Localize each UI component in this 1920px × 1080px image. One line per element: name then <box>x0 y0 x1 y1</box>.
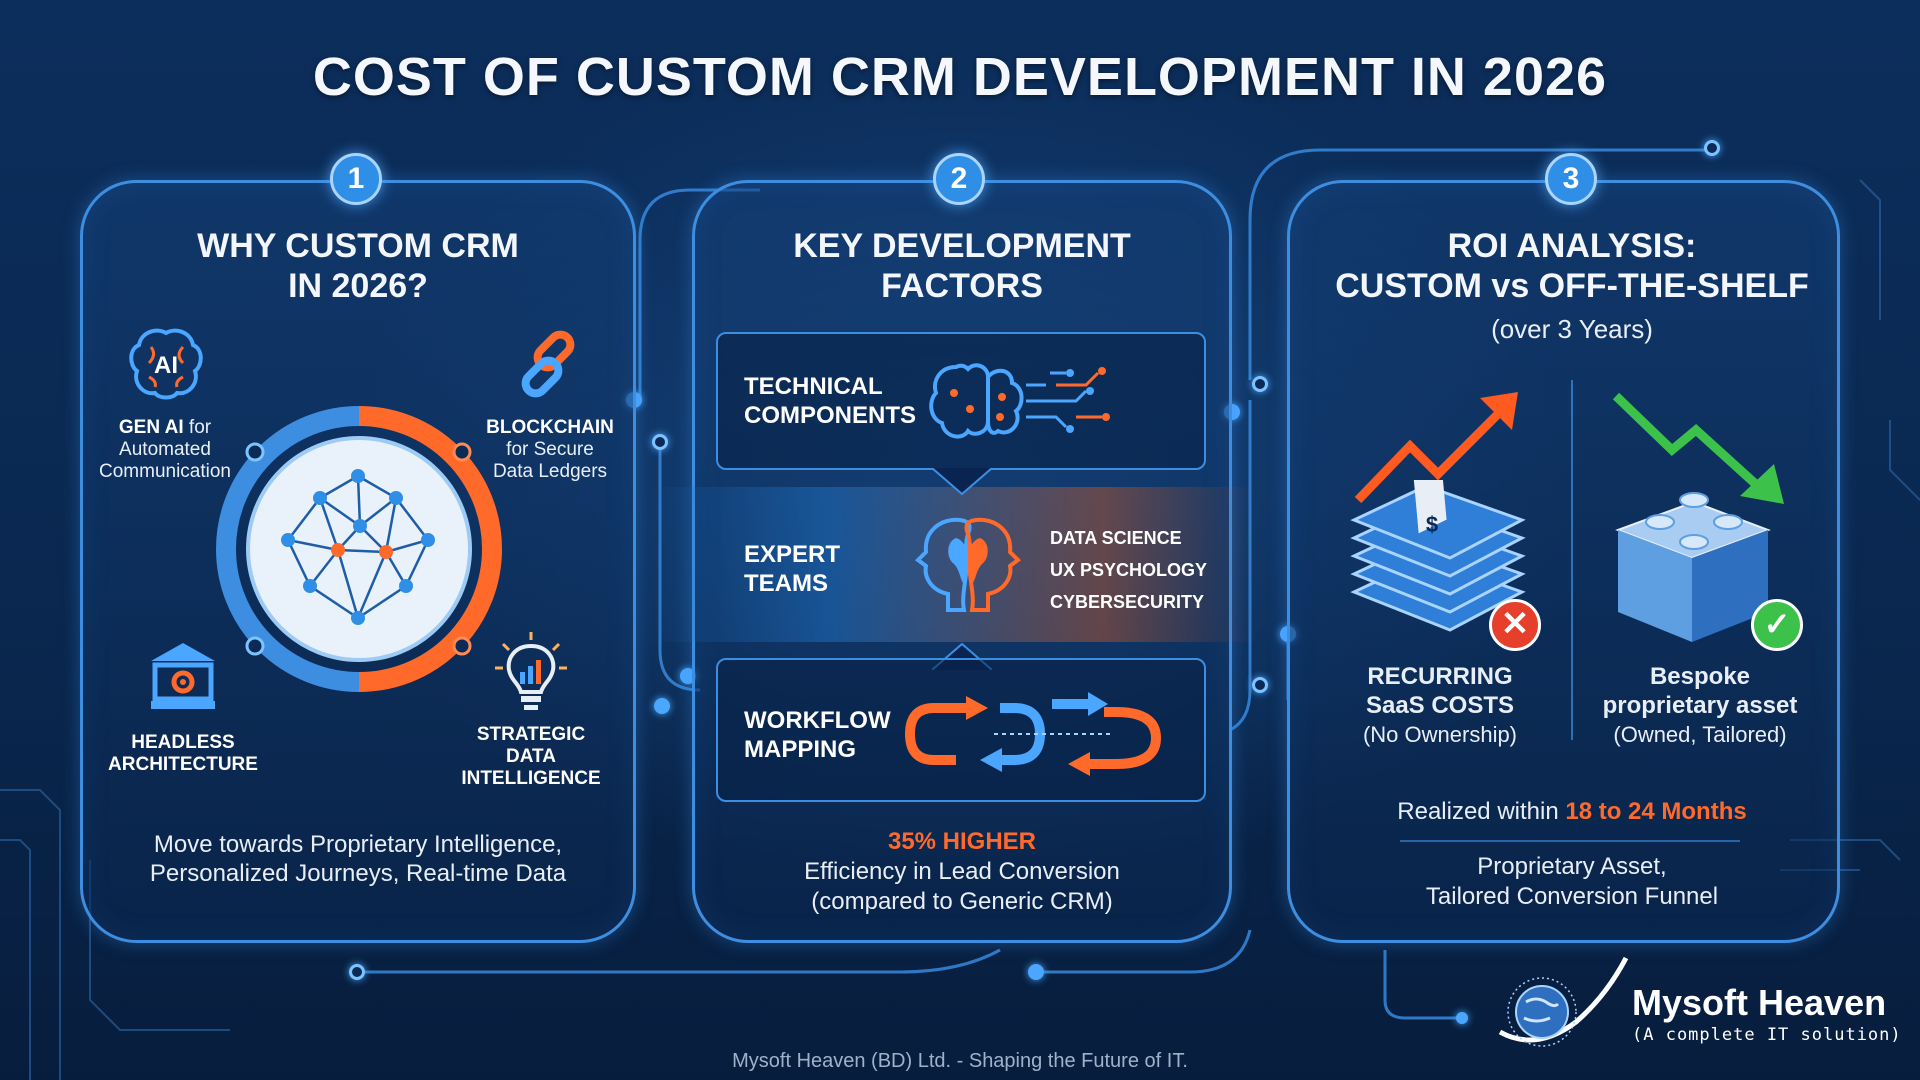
step-badge-3: 3 <box>1545 153 1597 205</box>
panel2-stat: 35% HIGHER Efficiency in Lead Conversion… <box>712 827 1212 917</box>
step-badge-1: 1 <box>330 153 382 205</box>
technical-components-card <box>716 332 1206 470</box>
skill-item: UX PSYCHOLOGY <box>1050 560 1208 580</box>
workflow-arrows-icon <box>904 692 1162 776</box>
brand-tagline: (A complete IT solution) <box>1632 1025 1902 1045</box>
owned-check-icon: ✓ <box>1751 599 1803 651</box>
company-logo <box>1498 956 1629 1047</box>
neural-network-ring-graphic <box>216 406 502 692</box>
skill-item: CYBERSECURITY <box>1050 592 1205 612</box>
lightbulb-chart-icon <box>495 632 567 710</box>
recurring-saas-costs-label: RECURRING SaaS COSTS (No Ownership) <box>1362 663 1518 747</box>
card-notch <box>932 468 992 496</box>
money-stack-icon: $ <box>1350 480 1526 632</box>
genai-label: GEN AI for Automated Communication <box>99 417 231 482</box>
footer-text: Mysoft Heaven (BD) Ltd. - Shaping the Fu… <box>732 1050 1188 1072</box>
svg-text:$: $ <box>1426 512 1438 537</box>
headless-label: HEADLESS ARCHITECTURE <box>108 732 258 775</box>
connector-dot <box>654 698 670 714</box>
building-block-icon <box>1615 492 1771 642</box>
connector-dot <box>1028 964 1044 980</box>
panel3-subheading: (over 3 Years) <box>1491 314 1653 344</box>
trend-down-arrow-icon <box>1612 392 1784 504</box>
panel2-heading: KEY DEVELOPMENT FACTORS <box>793 227 1131 305</box>
connector-node <box>1252 376 1268 392</box>
brand-name: Mysoft Heaven <box>1632 982 1887 1023</box>
skill-item: DATA SCIENCE <box>1050 528 1182 548</box>
heads-profile-icon <box>914 517 1022 612</box>
stat-highlight: 35% HIGHER <box>887 828 1037 855</box>
panel1-footer-text: Move towards Proprietary Intelligence, P… <box>149 831 567 887</box>
skills-list: DATA SCIENCE UX PSYCHOLOGY CYBERSECURITY <box>1050 522 1207 618</box>
connector-node <box>652 434 668 450</box>
workflow-mapping-card <box>716 658 1206 802</box>
bespoke-asset-label: Bespoke proprietary asset (Owned, Tailor… <box>1602 663 1798 747</box>
brain-circuit-icon <box>929 363 1110 439</box>
roi-divider <box>1571 380 1573 740</box>
panel3-footer-text: Proprietary Asset, Tailored Conversion F… <box>1425 853 1719 910</box>
blockchain-label: BLOCKCHAIN for Secure Data Ledgers <box>486 417 614 482</box>
technical-components-label: TECHNICAL COMPONENTS <box>744 373 917 429</box>
connector-node <box>349 964 365 980</box>
expert-teams-band <box>646 487 1256 642</box>
divider-line <box>1400 840 1740 842</box>
ai-brain-icon: AI <box>129 328 203 400</box>
expert-teams-label: EXPERT TEAMS <box>744 541 841 597</box>
panel1-heading: WHY CUSTOM CRM IN 2026? <box>197 227 519 305</box>
realized-timeline: Realized within 18 to 24 Months <box>1397 798 1747 825</box>
page-title: COST OF CUSTOM CRM DEVELOPMENT IN 2026 <box>312 47 1608 107</box>
step-badge-2: 2 <box>933 153 985 205</box>
connector-node <box>1252 677 1268 693</box>
no-ownership-x-icon: ✕ <box>1489 599 1541 651</box>
workflow-mapping-label: WORKFLOW MAPPING <box>744 707 891 763</box>
trend-up-arrow-icon <box>1354 392 1518 504</box>
headless-architecture-icon <box>151 643 215 709</box>
svg-text:AI: AI <box>154 352 178 379</box>
connector-dot <box>1456 1012 1468 1024</box>
strategic-data-label: STRATEGIC DATA INTELLIGENCE <box>461 724 601 789</box>
blockchain-link-icon <box>521 330 575 398</box>
connector-node <box>1704 140 1720 156</box>
panel3-heading: ROI ANALYSIS: CUSTOM vs OFF-THE-SHELF <box>1335 227 1809 305</box>
